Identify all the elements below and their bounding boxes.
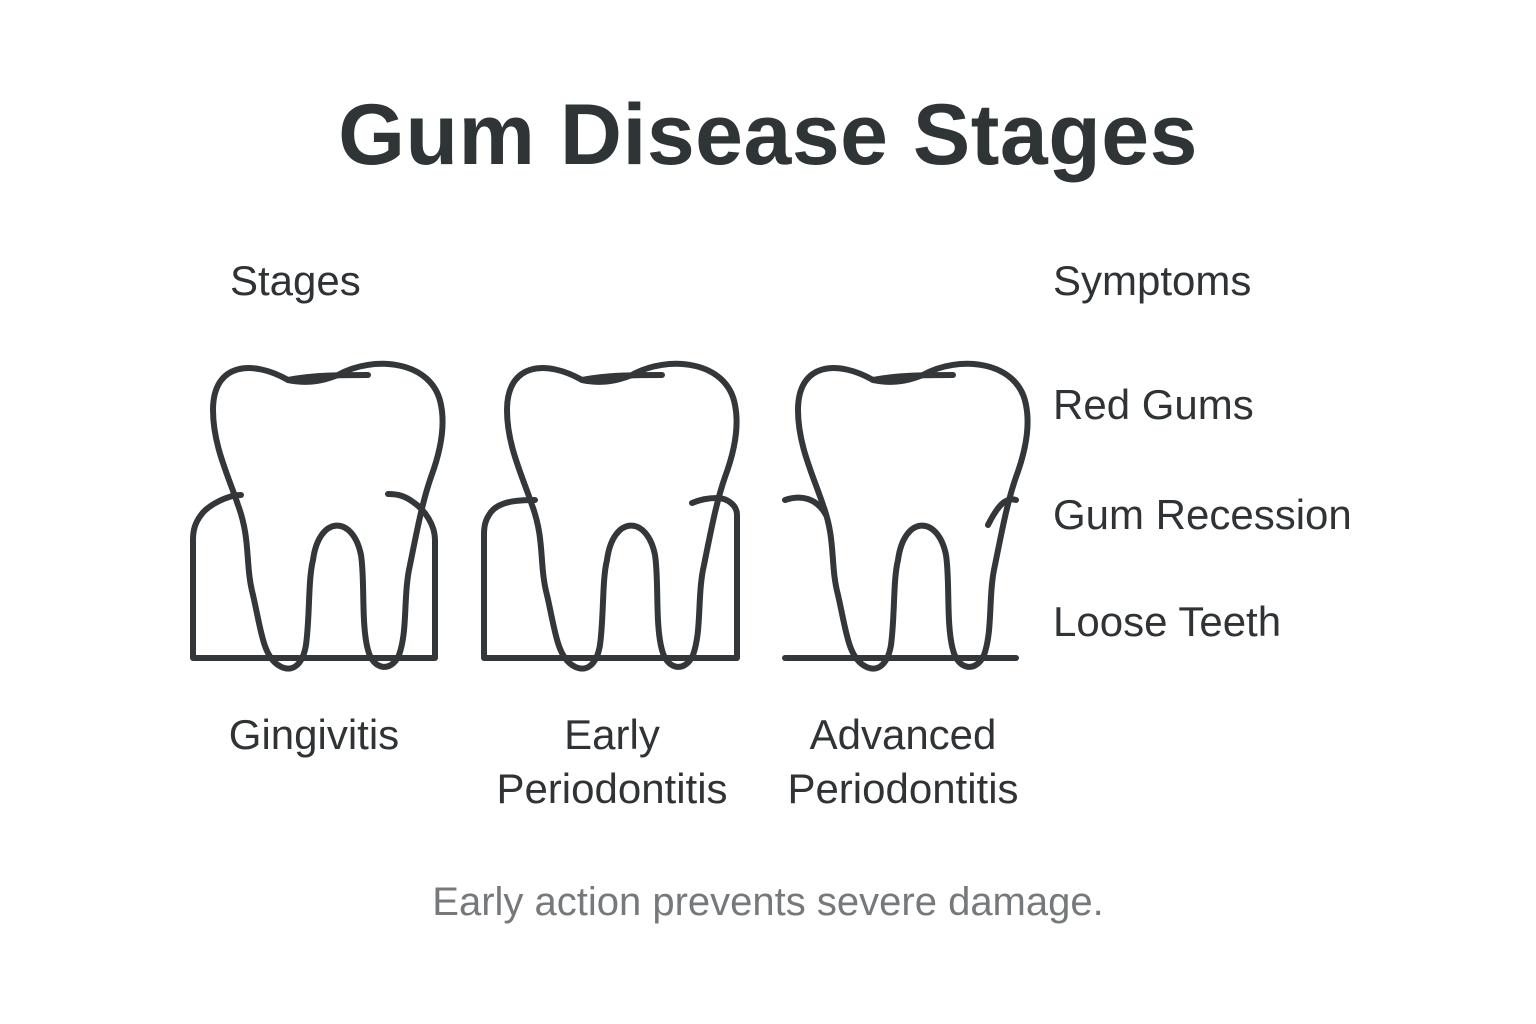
tooth-early-recession-icon (481, 364, 740, 669)
symptom-red-gums: Red Gums (1053, 381, 1254, 428)
tooth-advanced-recession-icon (782, 364, 1028, 669)
stage-label-early-periodontitis: Early Periodontitis (496, 711, 728, 812)
symptoms-heading: Symptoms (1053, 257, 1252, 304)
stages-heading: Stages (230, 257, 361, 304)
symptom-loose-teeth: Loose Teeth (1053, 598, 1282, 645)
page-title: Gum Disease Stages (338, 87, 1198, 183)
stage-label-advanced-periodontitis: Advanced Periodontitis (787, 711, 1019, 812)
symptom-gum-recession: Gum Recession (1053, 491, 1352, 538)
footer-note: Early action prevents severe damage. (432, 880, 1104, 924)
stage-label-gingivitis: Gingivitis (228, 711, 400, 758)
tooth-healthy-gum-icon (190, 364, 443, 669)
